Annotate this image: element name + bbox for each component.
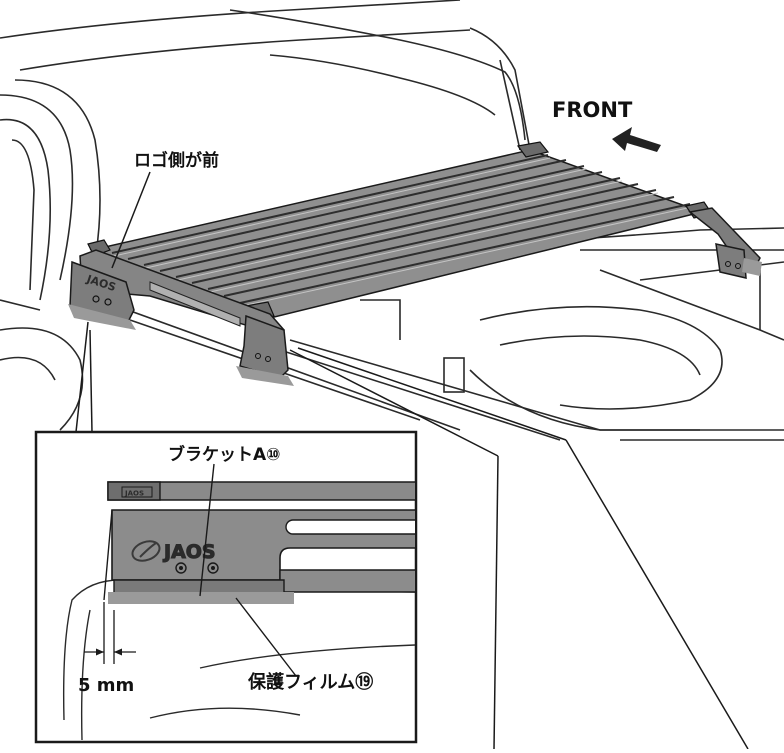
rail-logo: JAOS [124,490,144,498]
bed-rack: JAOS [68,141,762,386]
bracket-leader [199,463,215,597]
film-leader [235,597,297,677]
front-label: FRONT [552,98,633,122]
logo-side-label: ロゴ側が前 [134,151,219,171]
jaos-logo-icon: JAOS [131,540,216,564]
bracket-a-label: ブラケットA⑩ [168,445,281,465]
detail-inset: JAOS JAOS [34,430,418,744]
leader-lines [75,171,749,750]
bracket-logo-large: JAOS [162,541,216,563]
protective-film-label: 保護フィルム⑲ [248,672,374,693]
front-arrow-icon [612,127,661,152]
gap-dimension [84,602,136,664]
gap-label: 5 mm [78,675,135,696]
